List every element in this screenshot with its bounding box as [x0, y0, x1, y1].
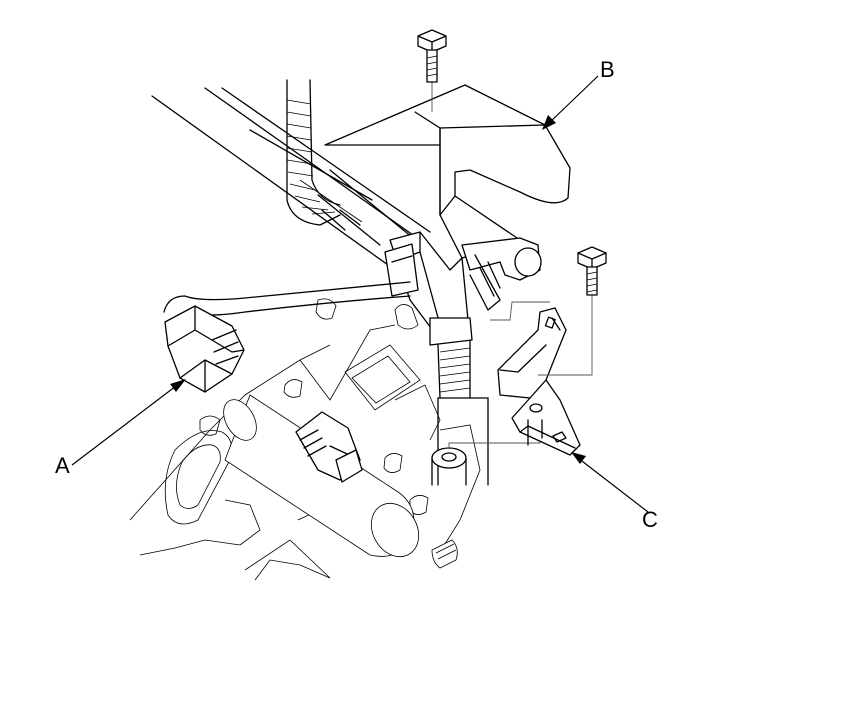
connector-a	[164, 305, 245, 393]
sensor-connector	[295, 411, 363, 483]
harness-rail	[151, 87, 431, 271]
solenoid-body	[223, 394, 458, 569]
leader-b	[542, 75, 599, 130]
bolt-icon	[417, 29, 447, 83]
corrugated-harness-upper	[286, 79, 341, 226]
harness-bracket	[497, 307, 581, 456]
harness-clip	[384, 243, 419, 297]
callout-label-a: A	[55, 453, 70, 478]
leader-a	[71, 379, 186, 466]
leader-c	[571, 452, 649, 513]
callout-label-c: C	[642, 507, 658, 532]
callout-label-b: B	[600, 57, 615, 82]
bolt-icon	[577, 246, 607, 296]
corrugated-harness-lower	[429, 317, 489, 486]
assembly-guides	[431, 82, 593, 376]
